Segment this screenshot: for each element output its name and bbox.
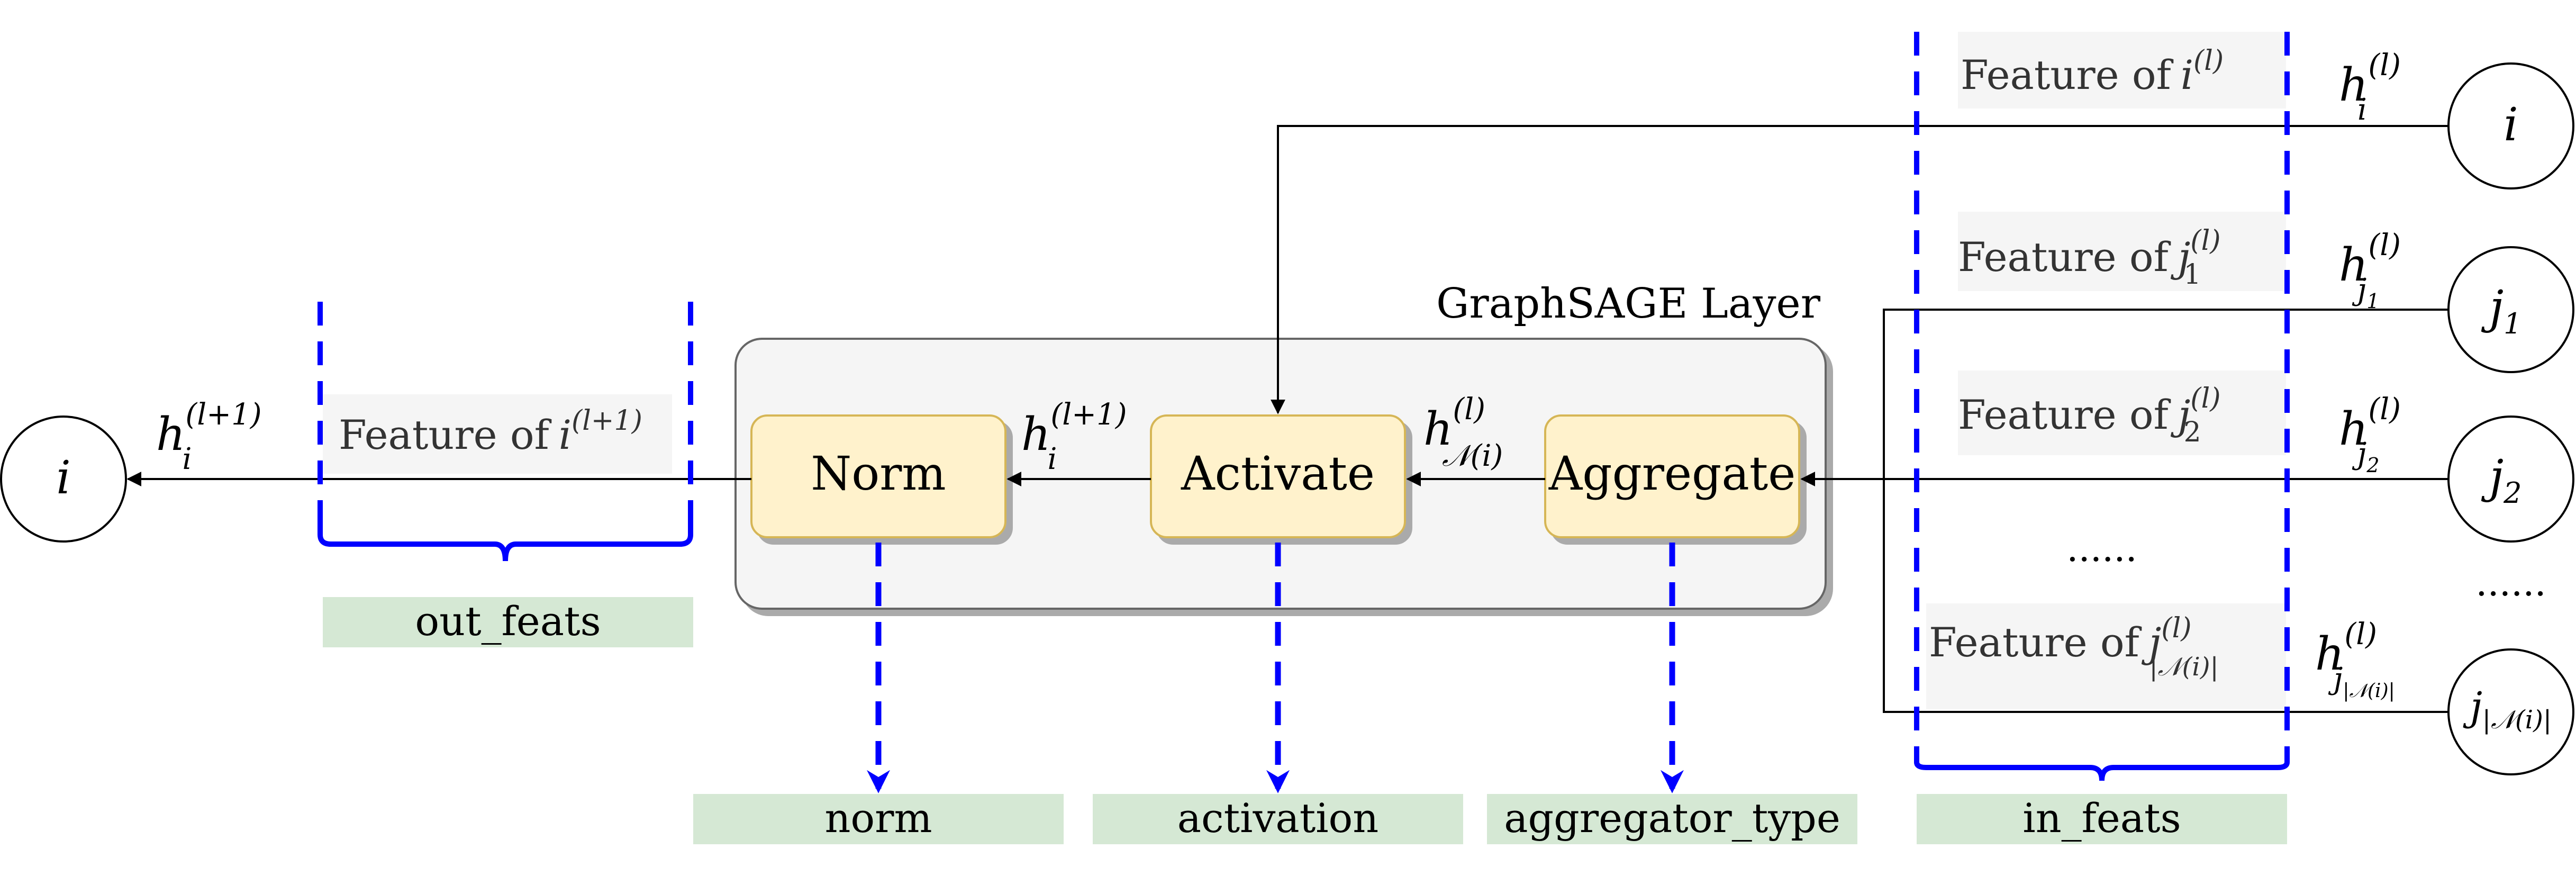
param-norm: norm <box>693 794 1064 844</box>
activate-block-label: Activate <box>1181 446 1375 501</box>
out-feats-brace <box>318 524 693 562</box>
param-aggregator-type: aggregator_type <box>1487 794 1857 844</box>
math-h-N-l: h(l)𝒩(i) <box>1423 392 1503 473</box>
param-activation-label: activation <box>1177 794 1379 842</box>
aggregate-block: Aggregate <box>1544 414 1800 538</box>
feature-box-j1-bg <box>1958 212 2286 291</box>
norm-block: Norm <box>750 414 1006 538</box>
node-ellipsis: ...... <box>2475 561 2546 604</box>
node-i-left <box>0 416 127 543</box>
param-out-feats-label: out_feats <box>415 598 601 645</box>
edge-j1-bracket <box>1883 309 2448 713</box>
in-feats-brace <box>1914 746 2290 781</box>
feature-box-out-bg <box>323 394 672 474</box>
feature-box-i-bg <box>1958 32 2286 109</box>
param-norm-label: norm <box>824 794 932 842</box>
math-h-j1-l: h(l)j1 <box>2339 228 2401 313</box>
param-in-feats: in_feats <box>1917 794 2287 844</box>
aggregate-block-label: Aggregate <box>1548 446 1796 501</box>
math-h-i-l1-left: h(l+1)i <box>156 398 262 476</box>
node-i-right-label: i <box>2504 98 2518 151</box>
math-h-i-l1-mid: h(l+1)i <box>1021 398 1127 476</box>
feature-box-jN-bg <box>1926 603 2286 709</box>
activate-block: Activate <box>1150 414 1406 538</box>
feature-box-j2-bg <box>1958 371 2286 455</box>
math-h-i-l: h(l)i <box>2339 48 2401 127</box>
norm-block-label: Norm <box>811 446 946 501</box>
param-in-feats-label: in_feats <box>2022 794 2181 842</box>
math-h-jN-l: h(l)j|𝒩(i)| <box>2315 617 2395 702</box>
param-activation: activation <box>1093 794 1463 844</box>
feature-label-ellipsis: ...... <box>2066 527 2137 570</box>
param-aggregator-type-label: aggregator_type <box>1504 794 1840 842</box>
param-out-feats: out_feats <box>323 597 693 647</box>
node-j2-label: j2 <box>2481 450 2521 510</box>
math-h-j2-l: h(l)j2 <box>2339 392 2401 477</box>
layer-title: GraphSAGE Layer <box>1436 280 1821 328</box>
edge-i-to-activate <box>1271 125 2448 414</box>
node-i-left-label: i <box>56 451 71 504</box>
